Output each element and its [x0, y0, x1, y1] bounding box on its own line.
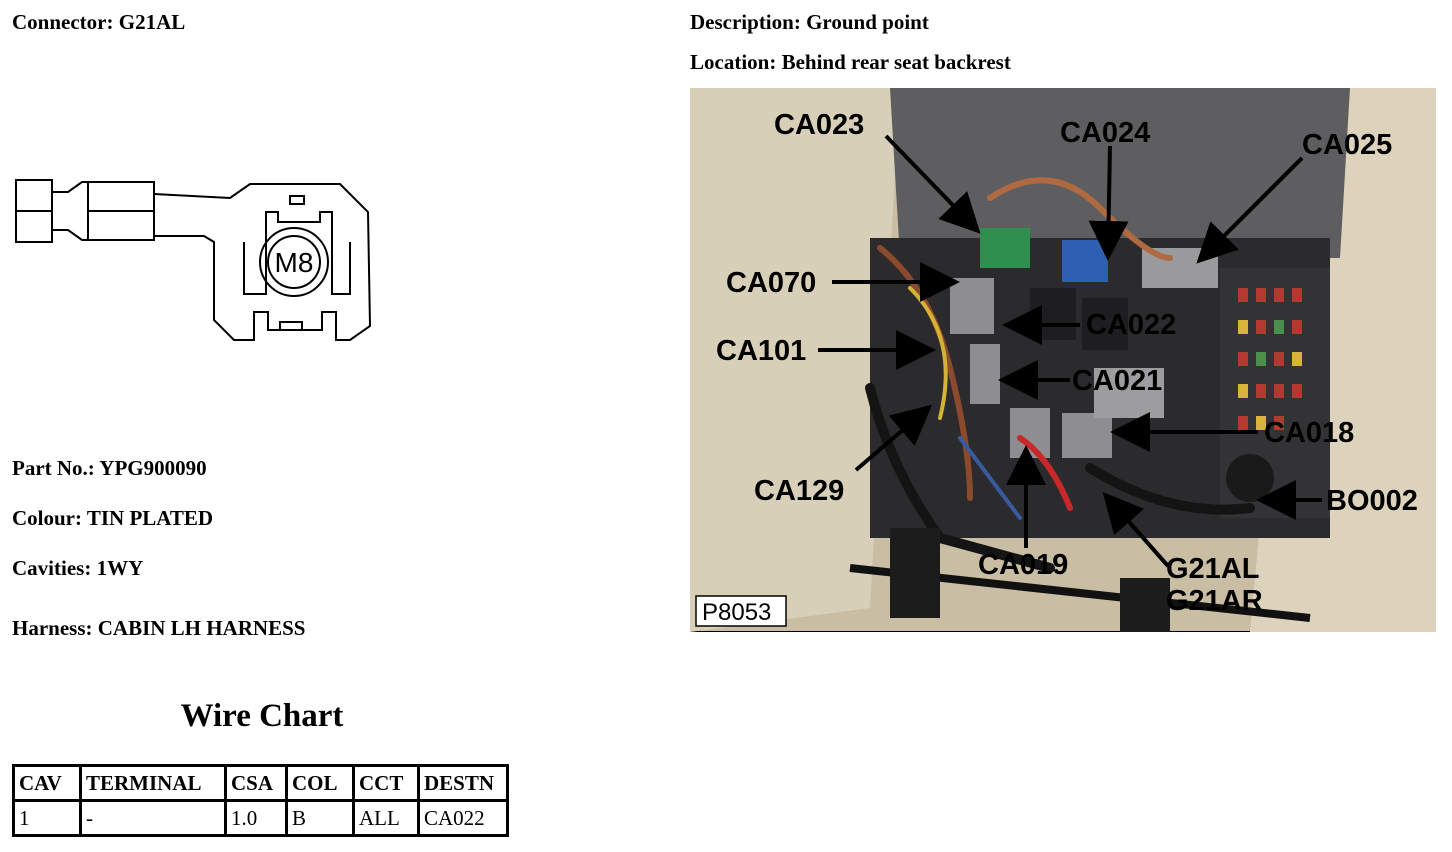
col-header-destn: DESTN: [417, 764, 509, 802]
callout-g21al: G21AL: [1166, 553, 1259, 585]
cell-destn: CA022: [417, 799, 509, 837]
cavities-label: Cavities:: [12, 556, 92, 580]
part-no-line: Part No.: YPG900090: [12, 456, 207, 480]
wire-chart-header-row: CAV TERMINAL CSA COL CCT DESTN: [12, 764, 509, 802]
wire-chart-table: CAV TERMINAL CSA COL CCT DESTN 1 - 1.0 B…: [12, 764, 509, 837]
callout-ca018: CA018: [1264, 417, 1354, 449]
cell-cav: 1: [12, 799, 82, 837]
location-label: Location:: [690, 50, 777, 74]
description-value: Ground point: [806, 10, 929, 34]
photo-ref: P8053: [702, 599, 771, 626]
callout-ca021: CA021: [1072, 365, 1162, 397]
location-line: Location: Behind rear seat backrest: [690, 50, 1011, 74]
connector-label: Connector:: [12, 10, 114, 34]
connector-value: G21AL: [118, 10, 186, 34]
col-header-terminal: TERMINAL: [79, 764, 227, 802]
cell-cct: ALL: [352, 799, 420, 837]
colour-value: TIN PLATED: [86, 506, 214, 530]
harness-label: Harness:: [12, 616, 93, 640]
callout-g21ar: G21AR: [1166, 585, 1263, 617]
callout-ca023: CA023: [774, 109, 864, 141]
callout-ca025: CA025: [1302, 129, 1392, 161]
colour-label: Colour:: [12, 506, 82, 530]
cavities-line: Cavities: 1WY: [12, 556, 143, 580]
callout-ca022: CA022: [1086, 309, 1176, 341]
fuse-array: [1238, 288, 1302, 430]
col-header-cav: CAV: [12, 764, 82, 802]
part-no-value: YPG900090: [99, 456, 207, 480]
callout-ca024: CA024: [1060, 117, 1150, 149]
location-value: Behind rear seat backrest: [781, 50, 1011, 74]
connector-line: Connector: G21AL: [12, 10, 185, 34]
harness-line: Harness: CABIN LH HARNESS: [12, 616, 305, 640]
description-label: Description:: [690, 10, 801, 34]
connector-drawing: M8: [15, 179, 372, 341]
part-no-label: Part No.:: [12, 456, 95, 480]
cell-terminal: -: [79, 799, 227, 837]
cell-csa: 1.0: [224, 799, 288, 837]
terminal-size-label: M8: [275, 247, 314, 278]
cell-col: B: [285, 799, 355, 837]
callout-ca101: CA101: [716, 335, 806, 367]
col-header-col: COL: [285, 764, 355, 802]
callout-bo002: BO002: [1326, 485, 1418, 517]
col-header-cct: CCT: [352, 764, 420, 802]
table-row: 1 - 1.0 B ALL CA022: [12, 799, 509, 837]
wire-chart-title: Wire Chart: [180, 698, 344, 734]
cavities-value: 1WY: [96, 556, 144, 580]
location-photo: CA023 CA024 CA025 CA070 CA022 CA101 CA02…: [690, 88, 1436, 632]
colour-line: Colour: TIN PLATED: [12, 506, 213, 530]
description-line: Description: Ground point: [690, 10, 929, 34]
callout-ca019: CA019: [978, 549, 1068, 581]
callout-ca070: CA070: [726, 267, 816, 299]
harness-value: CABIN LH HARNESS: [97, 616, 306, 640]
col-header-csa: CSA: [224, 764, 288, 802]
callout-ca129: CA129: [754, 475, 844, 507]
